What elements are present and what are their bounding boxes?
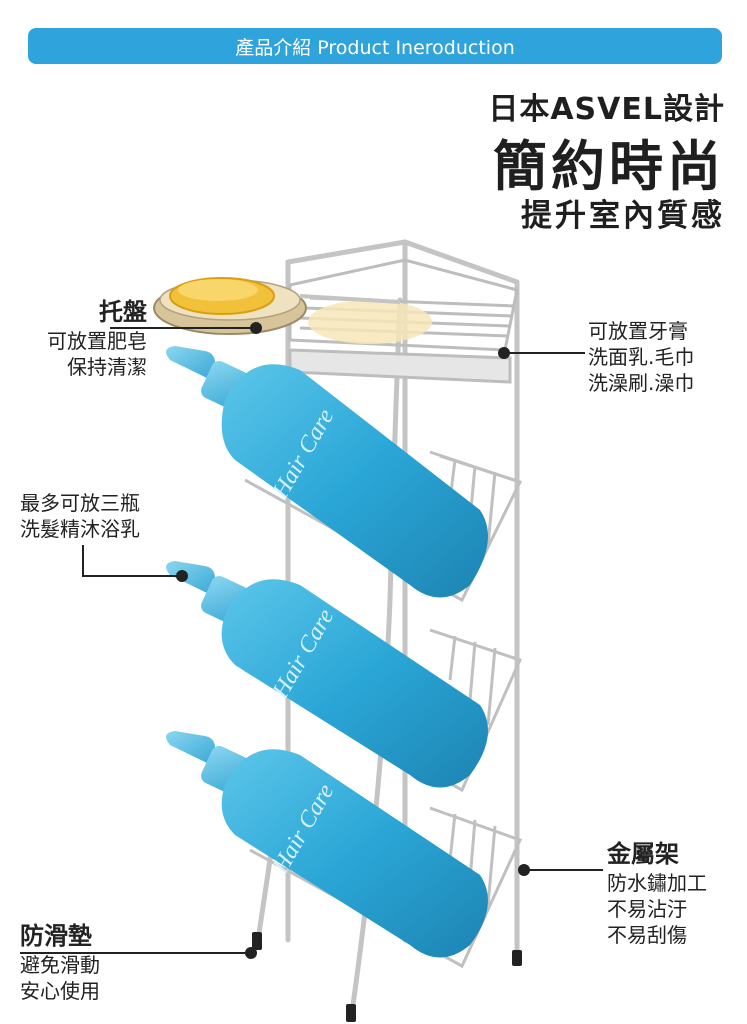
callout-metal-line2: 不易沾汙: [607, 897, 687, 921]
bottle-1: Hair Care: [166, 346, 488, 598]
callout-pad-dot: [245, 947, 257, 959]
callout-tray: 托盤 可放置肥皂 保持清潔: [12, 296, 147, 380]
bottle-3: Hair Care: [166, 731, 488, 958]
callout-metal-line3: 不易刮傷: [607, 923, 687, 947]
callout-bottles-leader-h: [82, 575, 182, 577]
callout-pad-line2: 安心使用: [20, 979, 100, 1003]
callout-bottles: 最多可放三瓶 洗髮精沐浴乳: [20, 490, 140, 542]
callout-top-shelf-dot: [498, 347, 510, 359]
headline-main: 簡約時尚: [493, 135, 725, 198]
callout-bottles-line2: 洗髮精沐浴乳: [20, 517, 140, 541]
callout-top-shelf-line2: 洗面乳.毛巾: [588, 345, 695, 369]
callout-tray-dot: [250, 322, 262, 334]
headline-sub: 提升室內質感: [521, 198, 725, 234]
callout-bottles-line1: 最多可放三瓶: [20, 491, 140, 515]
callout-top-shelf: 可放置牙膏 洗面乳.毛巾 洗澡刷.澡巾: [588, 318, 694, 396]
callout-tray-line1: 可放置肥皂: [47, 329, 147, 353]
soap-tray: [153, 277, 401, 335]
callout-metal-leader: [525, 869, 603, 871]
section-banner: 產品介紹 Product Ineroduction: [28, 28, 722, 64]
callout-tray-line2: 保持清潔: [67, 355, 147, 379]
soap-top: [308, 300, 432, 344]
callout-metal-title: 金屬架: [607, 840, 679, 868]
callout-bottles-leader-v: [82, 545, 84, 577]
callout-top-shelf-line1: 可放置牙膏: [588, 319, 688, 343]
callout-pad-leader: [20, 952, 250, 954]
callout-pad: 防滑墊 避免滑動 安心使用: [20, 920, 100, 1004]
callout-top-shelf-leader: [505, 352, 585, 354]
callout-bottles-dot: [176, 570, 188, 582]
anti-slip-feet: [252, 932, 522, 1022]
headline-brand: 日本ASVEL設計: [488, 92, 725, 127]
callout-pad-line1: 避免滑動: [20, 953, 100, 977]
callout-metal-dot: [518, 864, 530, 876]
callout-tray-title: 托盤: [99, 298, 147, 326]
bottle-2: Hair Care: [166, 561, 488, 788]
callout-tray-leader: [110, 327, 255, 329]
callout-metal: 金屬架 防水鏽加工 不易沾汙 不易刮傷: [607, 838, 707, 948]
callout-pad-title: 防滑墊: [20, 922, 92, 950]
callout-metal-line1: 防水鏽加工: [607, 871, 707, 895]
callout-top-shelf-line3: 洗澡刷.澡巾: [588, 371, 695, 395]
